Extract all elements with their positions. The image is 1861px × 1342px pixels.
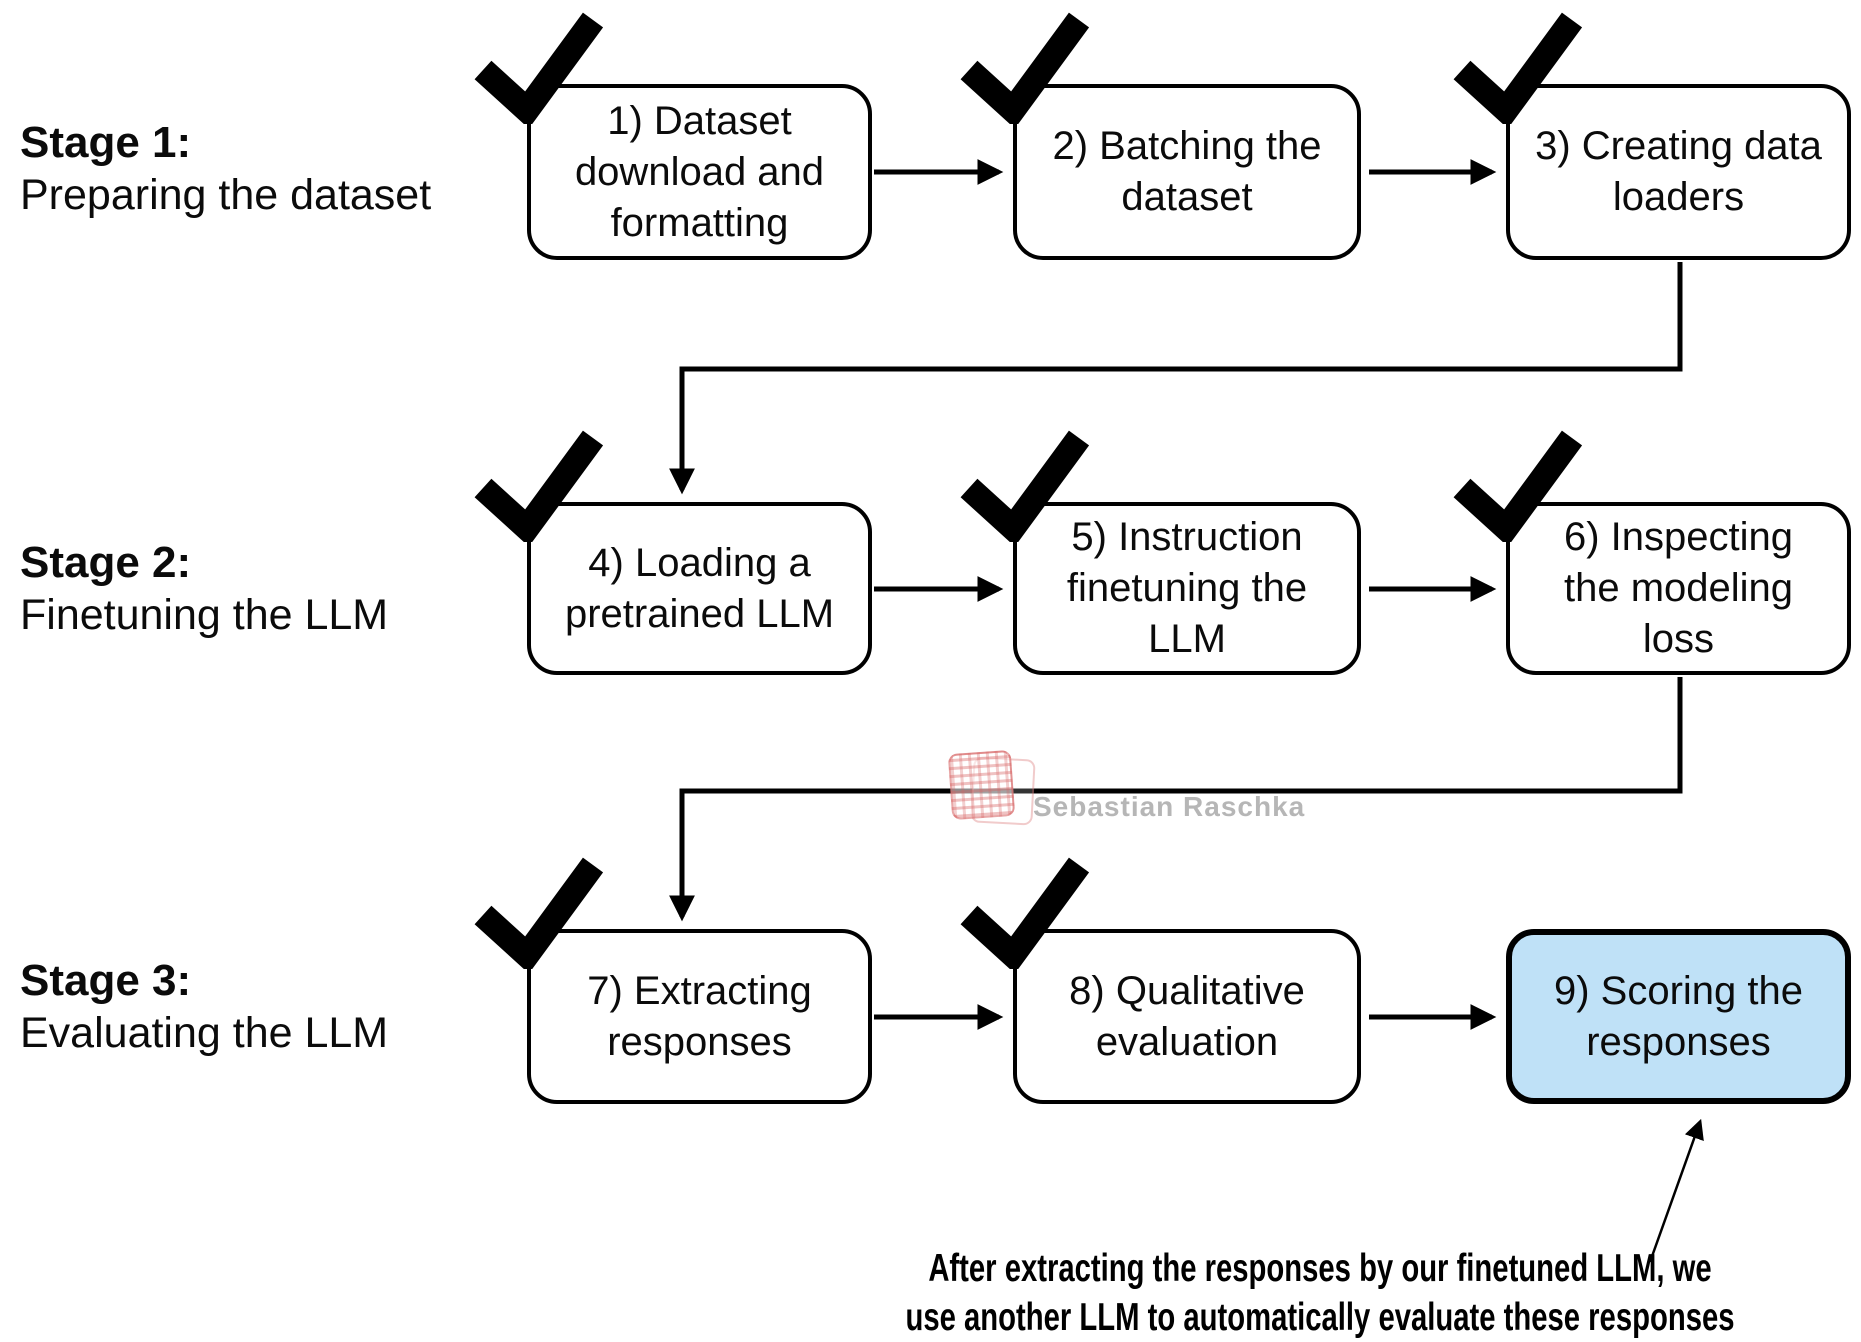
flow-box-4-label: 4) Loading a pretrained LLM: [564, 540, 835, 636]
elbow-arrow-box3-box4: [669, 262, 1683, 495]
flow-box-7-label: 7) Extracting responses: [587, 968, 812, 1064]
flow-box-2: 2) Batching the dataset: [1013, 84, 1361, 260]
flow-box-3: 3) Creating data loaders: [1506, 84, 1851, 260]
flow-box-4: 4) Loading a pretrained LLM: [527, 502, 872, 675]
annotation-pointer-arrow: [1648, 1118, 1704, 1263]
watermark-text: Sebastian Raschka: [1033, 791, 1306, 822]
flow-box-1-label: 1) Dataset download and formatting: [574, 98, 825, 245]
stage-2-subtitle: Finetuning the LLM: [20, 591, 389, 639]
stage-2-title: Stage 2:: [20, 538, 192, 587]
stage-3-label: Stage 3: Evaluating the LLM: [20, 955, 388, 1059]
stage-1-title: Stage 1:: [20, 118, 192, 167]
annotation-line-2: use another LLM to automatically evaluat…: [905, 1296, 1735, 1339]
flow-box-9-label: 9) Scoring the responses: [1553, 968, 1804, 1064]
stage-3-subtitle: Evaluating the LLM: [20, 1009, 389, 1057]
flow-box-6-label: 6) Inspecting the modeling loss: [1563, 515, 1794, 661]
stage-2-label: Stage 2: Finetuning the LLM: [20, 537, 388, 641]
flow-box-1: 1) Dataset download and formatting: [527, 84, 872, 260]
stage-1-label: Stage 1: Preparing the dataset: [20, 117, 431, 221]
flow-box-2-label: 2) Batching the dataset: [1052, 124, 1322, 219]
flow-box-7: 7) Extracting responses: [527, 929, 872, 1104]
annotation-line-1: After extracting the responses by our fi…: [928, 1247, 1712, 1290]
flow-box-5: 5) Instruction finetuning the LLM: [1013, 502, 1361, 675]
annotation-caption: After extracting the responses by our fi…: [760, 1244, 1861, 1342]
flow-box-3-label: 3) Creating data loaders: [1535, 124, 1822, 219]
flow-box-9-highlighted: 9) Scoring the responses: [1506, 929, 1851, 1104]
flow-box-8: 8) Qualitative evaluation: [1013, 929, 1361, 1104]
flow-box-5-label: 5) Instruction finetuning the LLM: [1066, 515, 1308, 661]
stage-3-title: Stage 3:: [20, 956, 192, 1005]
flow-box-8-label: 8) Qualitative evaluation: [1069, 968, 1305, 1064]
stage-1-subtitle: Preparing the dataset: [20, 171, 432, 219]
watermark-stamp-icon: [947, 749, 1016, 821]
flow-box-6: 6) Inspecting the modeling loss: [1506, 502, 1851, 675]
